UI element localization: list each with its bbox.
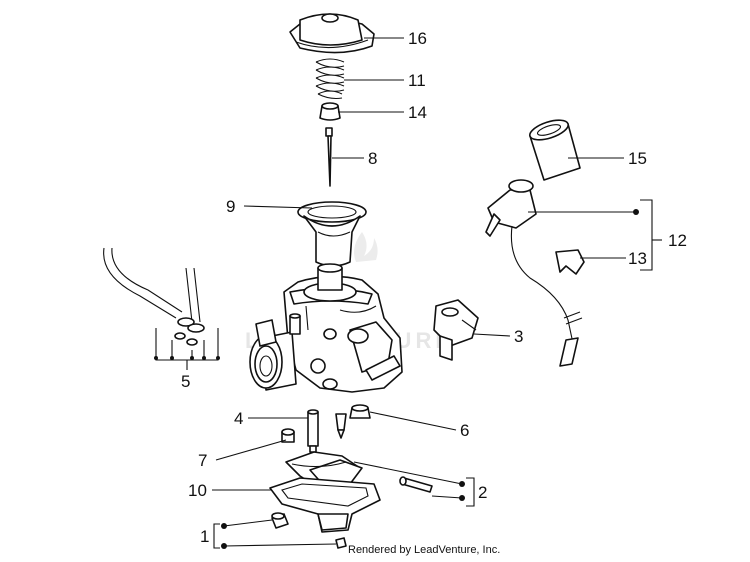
callout-2: 2 [478, 483, 487, 502]
part-7-pilot-jet[interactable] [281, 428, 295, 443]
callout-7: 7 [198, 451, 207, 470]
part-14-retainer[interactable] [319, 102, 341, 121]
part-3-auto-choke[interactable] [433, 299, 479, 361]
callout-3: 3 [514, 327, 523, 346]
part-10-float-bowl[interactable] [269, 477, 381, 533]
part-16-cover[interactable] [289, 13, 375, 54]
callout-9: 9 [226, 197, 235, 216]
callout-1: 1 [200, 527, 209, 546]
callout-15: 15 [628, 149, 647, 168]
part-9-slide-diaphragm[interactable] [297, 201, 367, 267]
part-6-main-jet[interactable] [349, 404, 371, 419]
part-13-clip[interactable] [555, 249, 585, 275]
part-11-spring[interactable] [315, 58, 345, 100]
part-1-screws[interactable] [271, 512, 347, 549]
part-4-needle-jet[interactable] [307, 409, 319, 453]
float-needle[interactable] [335, 413, 347, 439]
part-5-fuel-hoses[interactable] [103, 247, 205, 346]
part-8-needle[interactable] [325, 127, 333, 187]
part-12-choke-cable[interactable] [485, 179, 583, 367]
callout-16: 16 [408, 29, 427, 48]
callout-8: 8 [368, 149, 377, 168]
callout-4: 4 [234, 409, 243, 428]
watermark-flame-icon [354, 232, 378, 262]
callout-12: 12 [668, 231, 687, 250]
carburetor-body[interactable] [249, 263, 403, 393]
callout-10: 10 [188, 481, 207, 500]
part-2-float-pin[interactable] [399, 476, 433, 493]
callout-14: 14 [408, 103, 427, 122]
part-15-cap[interactable] [528, 116, 581, 181]
leader-lines [154, 37, 662, 549]
render-credit: Rendered by LeadVenture, Inc. [348, 544, 500, 556]
callout-13: 13 [628, 249, 647, 268]
callout-labels: 16 11 14 8 9 15 12 13 3 5 4 6 7 10 2 1 [181, 29, 687, 546]
callout-5: 5 [181, 372, 190, 391]
callout-11: 11 [408, 71, 426, 90]
callout-6: 6 [460, 421, 469, 440]
